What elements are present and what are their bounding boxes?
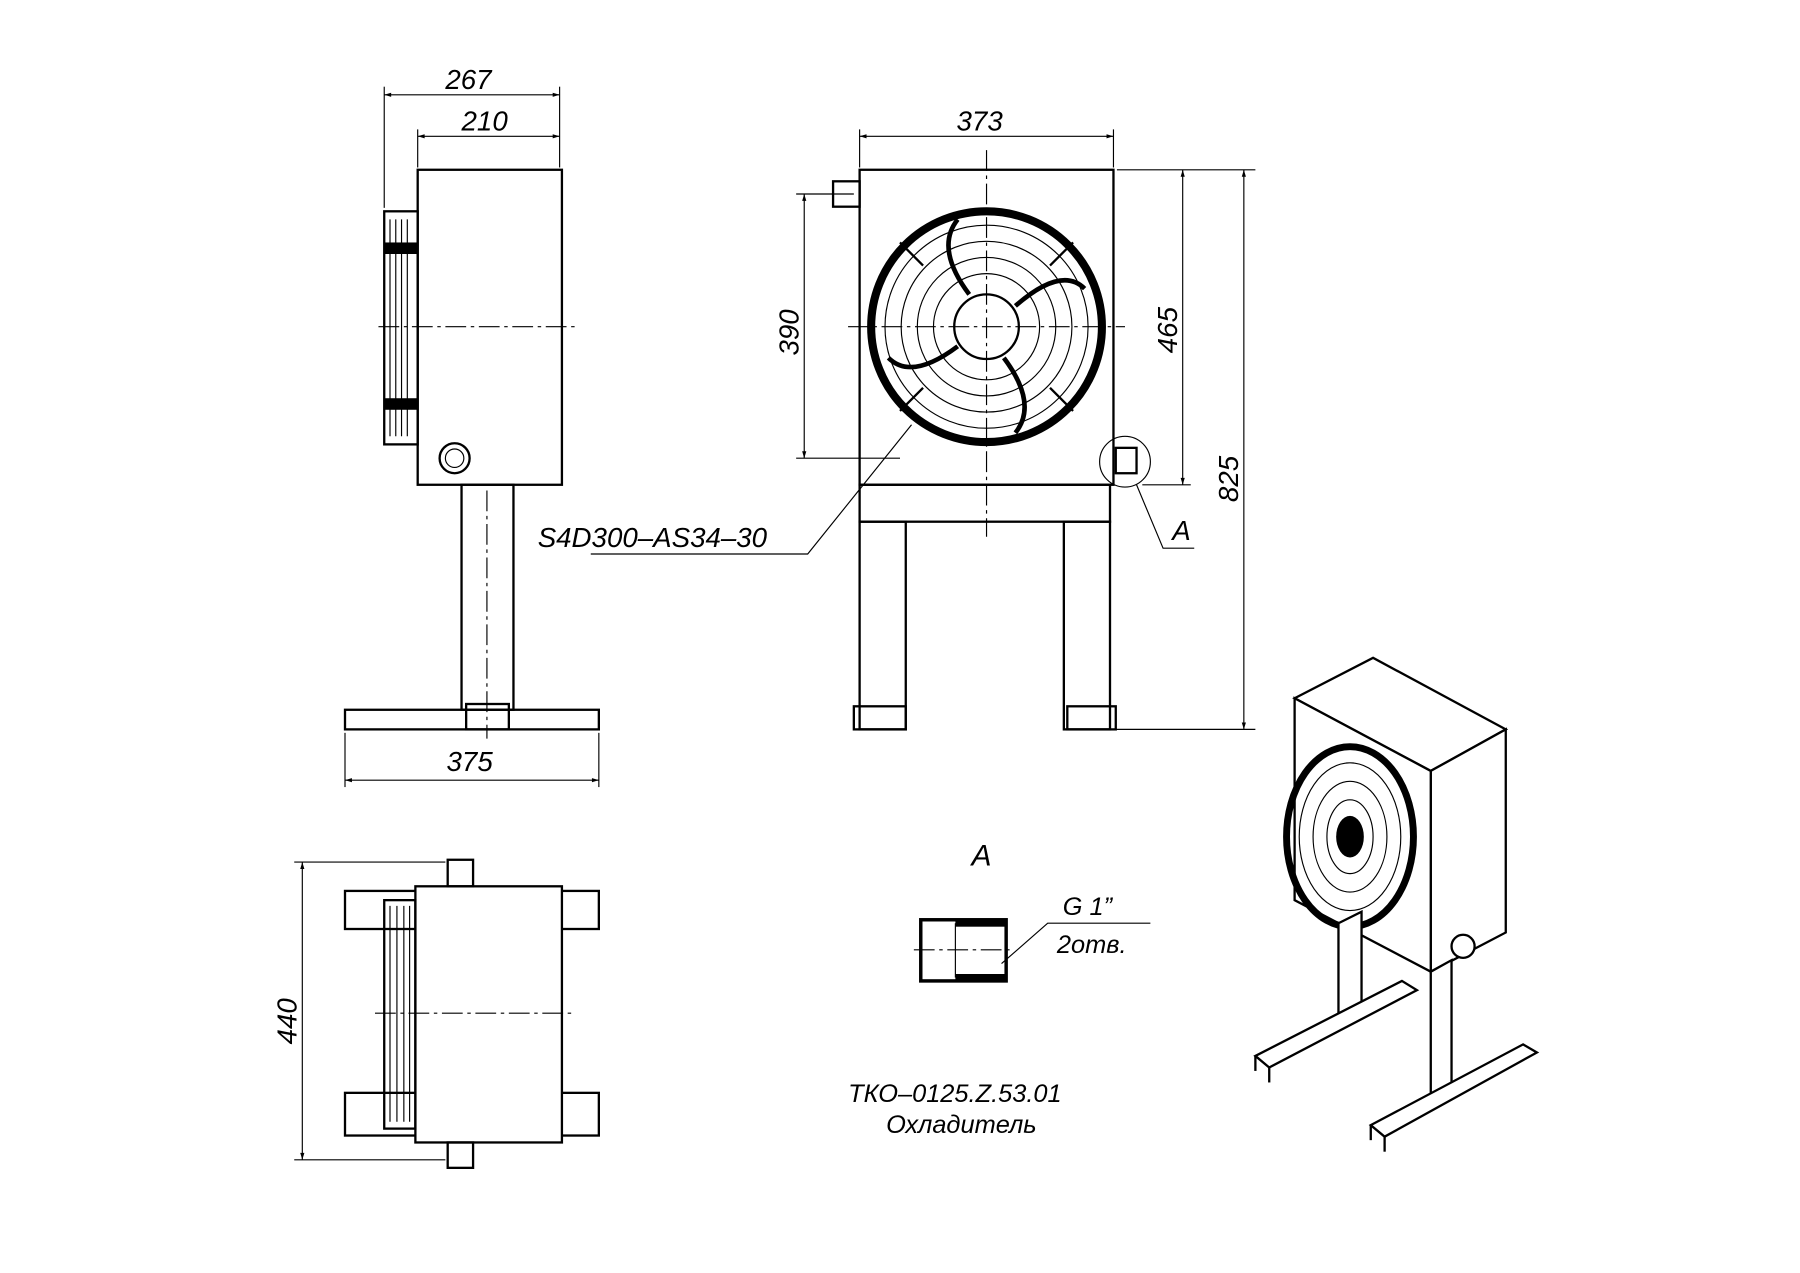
side-view: 267 210 375 bbox=[343, 64, 600, 788]
dim-210: 210 bbox=[461, 106, 509, 137]
drawing-designation: ТКО–0125.Z.53.01 bbox=[848, 1080, 1062, 1108]
dim-373: 373 bbox=[957, 106, 1004, 137]
detail-title: A bbox=[970, 840, 992, 873]
dim-390: 390 bbox=[773, 309, 804, 356]
drawing-name: Охладитель bbox=[886, 1111, 1036, 1139]
detail-a: A G 1” 2отв. bbox=[913, 840, 1151, 983]
detail-ref-callout: A bbox=[1170, 515, 1190, 546]
thread-spec: G 1” bbox=[1063, 893, 1114, 921]
fan-model-callout: S4D300–AS34–30 bbox=[538, 522, 768, 553]
top-view: 440 bbox=[272, 858, 600, 1169]
dim-375: 375 bbox=[447, 746, 494, 777]
dim-825: 825 bbox=[1213, 455, 1244, 502]
hole-count: 2отв. bbox=[1056, 931, 1127, 959]
dim-465: 465 bbox=[1152, 306, 1183, 353]
dim-267: 267 bbox=[444, 64, 493, 95]
dim-440: 440 bbox=[272, 998, 303, 1045]
isometric-view bbox=[1253, 656, 1540, 1152]
front-view: 373 390 465 825 S4D300–AS34–30 A bbox=[538, 106, 1256, 731]
